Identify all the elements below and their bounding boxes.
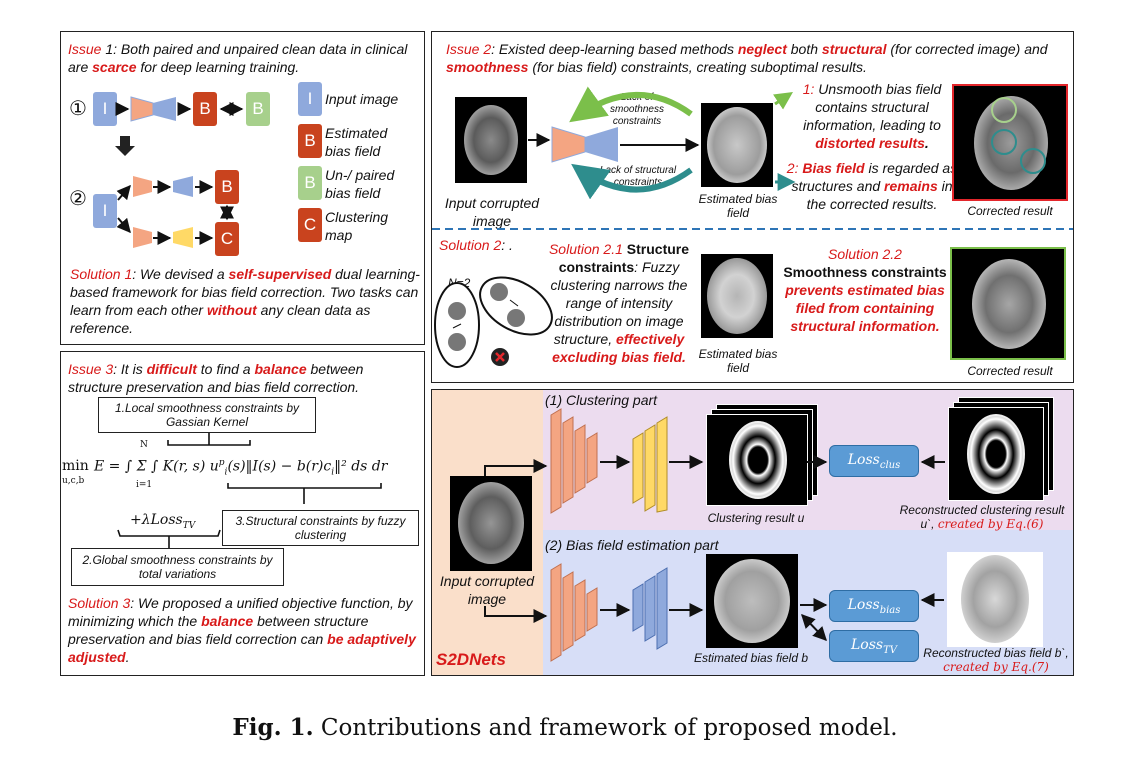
clustering-result-label: Clustering result u xyxy=(707,511,805,525)
issue3-text: Issue 3: It is difficult to find a balan… xyxy=(68,361,364,395)
paired-bias-box: B xyxy=(246,92,270,126)
solution2-bias-label: Estimated bias field xyxy=(698,347,778,375)
issue2-bias-label: Estimated bias field xyxy=(698,192,778,220)
figure-caption: Fig. 1. Contributions and framework of p… xyxy=(232,714,898,741)
loss-bias-box: Lossbias xyxy=(829,590,919,622)
recon-clustering-label: Reconstructed clustering result u`, crea… xyxy=(899,503,1065,531)
legend-input-swatch: I xyxy=(298,82,322,116)
global-smoothness-box: 2.Global smoothness constraints by total… xyxy=(71,548,284,586)
arc-bottom-label: Lack of structural constraints xyxy=(599,165,677,188)
network-name: S2DNets xyxy=(436,650,506,669)
arc-top-label: Lack of smoothness constraints xyxy=(610,92,664,127)
cluster-n-label: N=2 xyxy=(448,276,471,290)
legend-clustering-swatch: C xyxy=(298,208,322,242)
recon-bias-image xyxy=(947,552,1043,647)
issue1-text: Issue 1: Both paired and unpaired clean … xyxy=(68,41,408,75)
solution2-label: Solution 2: . xyxy=(439,237,513,253)
input-image-box: I xyxy=(93,92,117,126)
solution2-corrected-image xyxy=(950,247,1066,360)
tv-term: +λLossTV xyxy=(130,512,196,531)
solution2-corrected-label: Corrected result xyxy=(967,364,1053,378)
structural-constraints-box: 3.Structural constraints by fuzzy cluste… xyxy=(222,510,419,546)
legend-estimated-swatch: B xyxy=(298,124,322,158)
issue2-input-image xyxy=(455,97,527,183)
row1-marker: ① xyxy=(69,98,87,120)
solution21-text: Solution 2.1 Structure constraints: Fuzz… xyxy=(548,241,690,365)
network-input-image xyxy=(450,476,532,571)
estimated-bias-box: B xyxy=(193,92,217,126)
estimated-bias-label: Estimated bias field b xyxy=(693,651,809,665)
recon-bias-label: Reconstructed bias field b`, created by … xyxy=(923,646,1069,674)
issue2-point1: 1: Unsmooth bias field contains structur… xyxy=(802,81,942,151)
issue2-corrected-image xyxy=(952,84,1068,201)
input-image-box-2: I xyxy=(93,194,117,228)
solution22-text: Solution 2.2 Smoothness constraints prev… xyxy=(783,246,947,334)
loss-tv-box: LossTV xyxy=(829,630,919,662)
legend-clustering-label: Clustering map xyxy=(325,209,389,243)
row2-marker: ② xyxy=(69,188,87,210)
clustering-result-image xyxy=(706,414,808,506)
issue2-point2: 2: Bias field is regarded as structures … xyxy=(786,160,958,212)
estimated-bias-box-2: B xyxy=(215,170,239,204)
legend-estimated-label: Estimated bias field xyxy=(325,125,388,159)
part2-label: (2) Bias field estimation part xyxy=(545,537,719,553)
legend-paired-swatch: B xyxy=(298,166,322,200)
solution3-text: Solution 3: We proposed a unified object… xyxy=(68,595,416,665)
estimated-bias-image xyxy=(706,554,798,648)
legend-input-label: Input image xyxy=(325,91,399,107)
local-smoothness-box: 1.Local smoothness constraints by Gassia… xyxy=(98,397,316,433)
solution1-text: Solution 1: We devised a self-supervised… xyxy=(70,266,420,336)
recon-clustering-image xyxy=(948,407,1044,501)
issue2-corrected-label: Corrected result xyxy=(967,204,1053,218)
clustering-map-box: C xyxy=(215,222,239,256)
part1-label: (1) Clustering part xyxy=(545,392,658,408)
issue2-text: Issue 2: Existed deep-learning based met… xyxy=(446,41,1048,75)
network-input-label: Input corrupted image xyxy=(439,573,535,607)
solution2-bias-image xyxy=(701,254,773,338)
loss-clustering-box: Lossclus xyxy=(829,445,919,477)
issue2-input-label: Input corrupted image xyxy=(444,195,540,229)
legend-paired-label: Un-/ paired bias field xyxy=(325,167,395,201)
issue2-bias-image xyxy=(701,103,773,187)
